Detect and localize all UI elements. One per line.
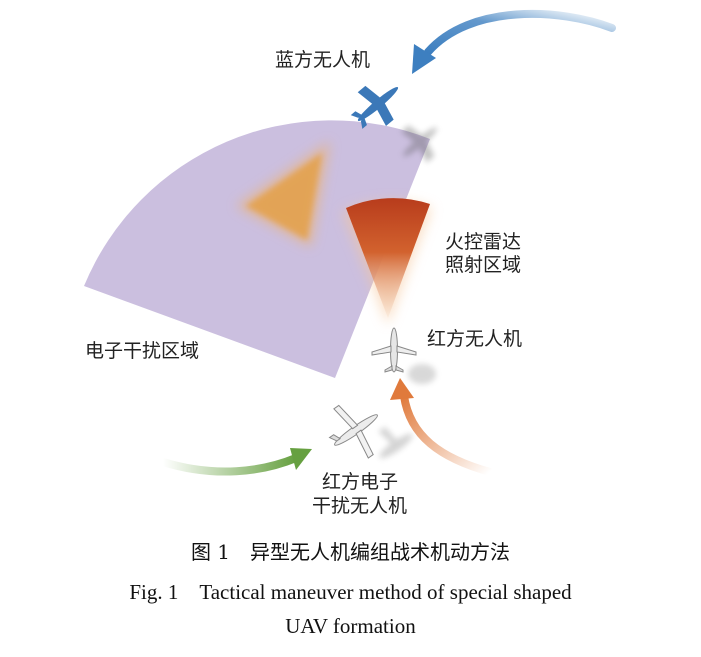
blue-approach-arrow: [412, 9, 616, 74]
red-uav-shadow: [408, 364, 436, 384]
blue-uav-shadow: [401, 125, 438, 163]
figure-caption-en-line2: UAV formation: [285, 614, 416, 638]
figure-caption-cn: 图 1 异型无人机编组战术机动方法: [190, 540, 511, 564]
label-radar-zone-line2: 照射区域: [445, 254, 522, 276]
jamming-zone-sector: [84, 120, 430, 378]
label-blue-uav: 蓝方无人机: [275, 49, 371, 71]
orange-approach-arrow: [390, 378, 494, 476]
radar-beam: [342, 198, 432, 325]
label-red-uav: 红方无人机: [427, 328, 523, 350]
figure-caption-en-line1: Fig. 1 Tactical maneuver method of speci…: [129, 580, 572, 604]
red-ew-uav-icon: [328, 404, 378, 459]
label-jamming-zone: 电子干扰区域: [85, 340, 200, 362]
label-radar-zone-line1: 火控雷达: [445, 231, 522, 253]
blue-uav-icon: [350, 85, 399, 129]
label-red-ew-uav-line2: 干扰无人机: [312, 495, 408, 517]
red-ew-uav-shadow: [378, 426, 413, 459]
red-uav-icon: [371, 327, 417, 373]
green-approach-arrow: [159, 448, 312, 476]
label-red-ew-uav-line1: 红方电子: [322, 471, 399, 493]
jamming-hotspot: [236, 141, 330, 247]
